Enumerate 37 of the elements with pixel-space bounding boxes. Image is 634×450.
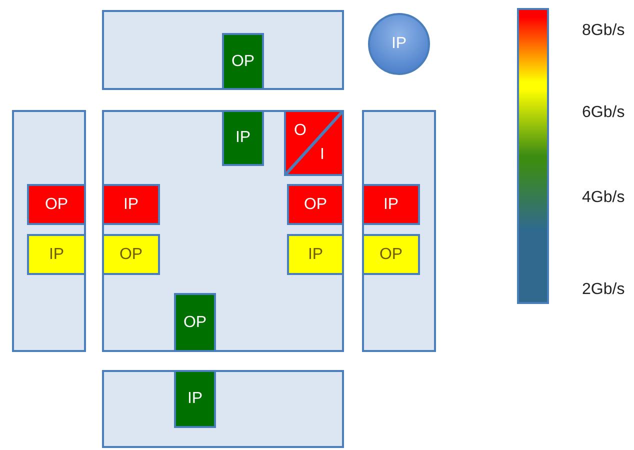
port-label: OP xyxy=(231,52,255,70)
port-block xyxy=(222,110,264,166)
scale-label: 6Gb/s xyxy=(582,104,625,122)
port-label: I xyxy=(320,146,324,164)
port-label: OP xyxy=(304,196,328,214)
port-block xyxy=(27,234,86,275)
panel xyxy=(102,110,344,352)
port-block xyxy=(27,184,86,225)
port-label: OP xyxy=(183,314,207,332)
scale-label: 4Gb/s xyxy=(582,189,625,207)
port-block xyxy=(362,234,420,275)
port-label: OP xyxy=(44,196,68,214)
port-label: IP xyxy=(391,35,407,53)
panel xyxy=(102,10,344,90)
port-block xyxy=(287,184,344,225)
panel xyxy=(12,110,86,352)
port-block xyxy=(287,234,344,275)
scale-label: 8Gb/s xyxy=(582,22,625,40)
port-label: IP xyxy=(235,129,251,147)
port-label: IP xyxy=(48,246,64,264)
port-block xyxy=(174,370,216,428)
port-label: IP xyxy=(383,196,399,214)
port-label: O xyxy=(294,122,306,140)
port-block xyxy=(102,234,160,275)
scale-label: 2Gb/s xyxy=(582,281,625,299)
port-label: OP xyxy=(119,246,143,264)
panel xyxy=(362,110,436,352)
split-port-block xyxy=(284,110,344,176)
port-block xyxy=(102,184,160,225)
port-block xyxy=(174,293,216,352)
port-block xyxy=(362,184,420,225)
port-label: IP xyxy=(187,390,203,408)
port-label: IP xyxy=(123,196,139,214)
port-block xyxy=(222,33,264,90)
panel xyxy=(102,370,344,448)
port-label: IP xyxy=(308,246,324,264)
port-label: OP xyxy=(379,246,403,264)
